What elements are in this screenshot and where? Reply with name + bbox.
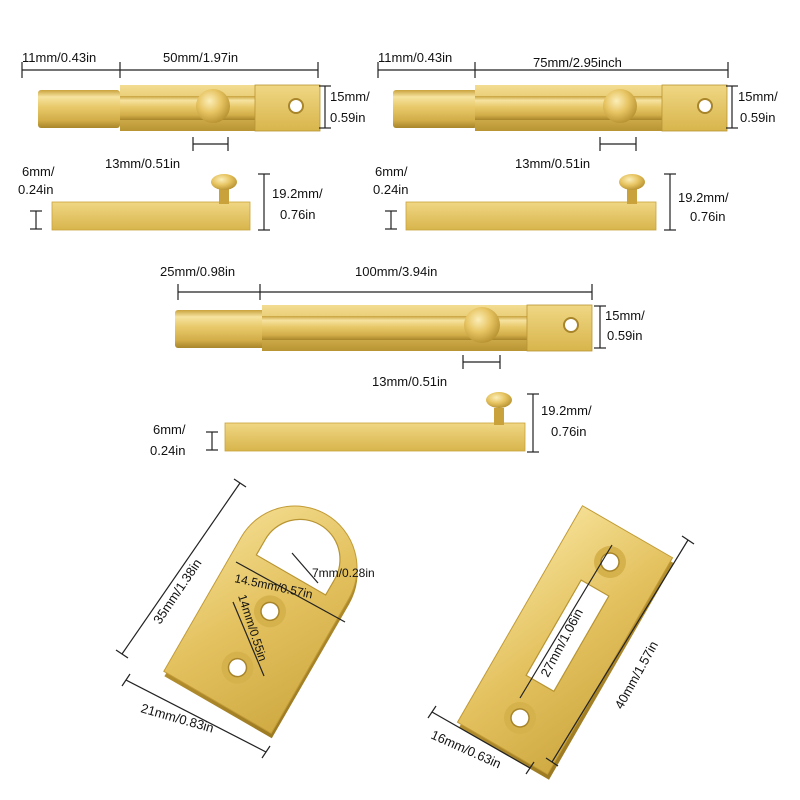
bolt-medium-knob: [603, 89, 637, 123]
bolt-small-length-label: 50mm/1.97in: [163, 50, 238, 65]
bolt-medium-length-label: 75mm/2.95inch: [533, 55, 622, 70]
bolt-large-group: 25mm/0.98in 100mm/3.94in 15mm/ 0.59in 13…: [150, 264, 645, 458]
bolt-small-thickness-label-2: 0.24in: [18, 182, 53, 197]
bolt-medium-height-label-2: 0.59in: [740, 110, 775, 125]
bolt-large-side-view: [224, 422, 526, 452]
bolt-large-thickness-label-2: 0.24in: [150, 443, 185, 458]
bolt-small-side-view: [51, 201, 251, 231]
rect-plate-group: 27mm/1.06in 40mm/1.57in 16mm/0.63in: [427, 505, 695, 780]
bolt-small-offset-label: 11mm/0.43in: [22, 50, 96, 65]
bolt-large-thickness-label-1: 6mm/: [153, 422, 186, 437]
bolt-medium-side-knob: [619, 174, 645, 190]
bolt-small-screw-hole: [288, 98, 304, 114]
bolt-small-thickness-label-1: 6mm/: [22, 164, 55, 179]
rect-plate-hole-bottom: [510, 708, 530, 728]
bolt-medium-side-view: [405, 201, 657, 231]
bolt-medium-thickness-label-2: 0.24in: [373, 182, 408, 197]
bolt-small-barrel: [38, 90, 120, 128]
bolt-large-length-label: 100mm/3.94in: [355, 264, 437, 279]
round-plate-width-label: 21mm/0.83in: [139, 700, 215, 735]
round-plate-cutout: [255, 518, 341, 596]
bolt-large-screw-hole: [563, 317, 579, 333]
round-plate-hole-top: [260, 601, 280, 622]
bolt-large-knob: [464, 307, 500, 343]
bolt-large-height-label-2: 0.59in: [607, 328, 642, 343]
round-plate-hole-bottom: [227, 657, 248, 678]
round-plate-cutout-depth-label: 7mm/0.28in: [312, 566, 375, 580]
bolt-small-knob-height-label-2: 0.76in: [280, 207, 315, 222]
rect-plate-hole-top: [600, 552, 620, 572]
bolt-small-slot-label: 13mm/0.51in: [105, 156, 180, 171]
bolt-large-height-label-1: 15mm/: [605, 308, 645, 323]
bolt-large-slot-label: 13mm/0.51in: [372, 374, 447, 389]
bolt-small-side-knob: [211, 174, 237, 190]
bolt-medium-knob-height-label-2: 0.76in: [690, 209, 725, 224]
bolt-small-knob-height-label-1: 19.2mm/: [272, 186, 323, 201]
bolt-small-height-label-2: 0.59in: [330, 110, 365, 125]
bolt-medium-slot-label: 13mm/0.51in: [515, 156, 590, 171]
bolt-large-side-knob: [486, 392, 512, 408]
bolt-large-knob-height-label-1: 19.2mm/: [541, 403, 592, 418]
rect-plate-slot: [525, 579, 610, 693]
bolt-large-barrel: [175, 310, 265, 348]
bolt-medium-group: 11mm/0.43in 75mm/2.95inch 15mm/ 0.59in 1…: [373, 50, 778, 231]
bolt-medium-knob-height-label-1: 19.2mm/: [678, 190, 729, 205]
bolt-large-knob-height-label-2: 0.76in: [551, 424, 586, 439]
bolt-large-offset-label: 25mm/0.98in: [160, 264, 235, 279]
bolt-medium-height-label-1: 15mm/: [738, 89, 778, 104]
bolt-small-knob: [196, 89, 230, 123]
bolt-medium-screw-hole: [697, 98, 713, 114]
bolt-medium-thickness-label-1: 6mm/: [375, 164, 408, 179]
bolt-small-height-label-1: 15mm/: [330, 89, 370, 104]
bolt-medium-barrel: [393, 90, 477, 128]
bolt-small-group: 11mm/0.43in 50mm/1.97in 15mm/ 0.59in 13m…: [18, 50, 370, 231]
bolt-medium-offset-label: 11mm/0.43in: [378, 50, 452, 65]
round-plate-group: 35mm/1.38in 21mm/0.83in 7mm/0.28in 14.5m…: [115, 478, 375, 759]
